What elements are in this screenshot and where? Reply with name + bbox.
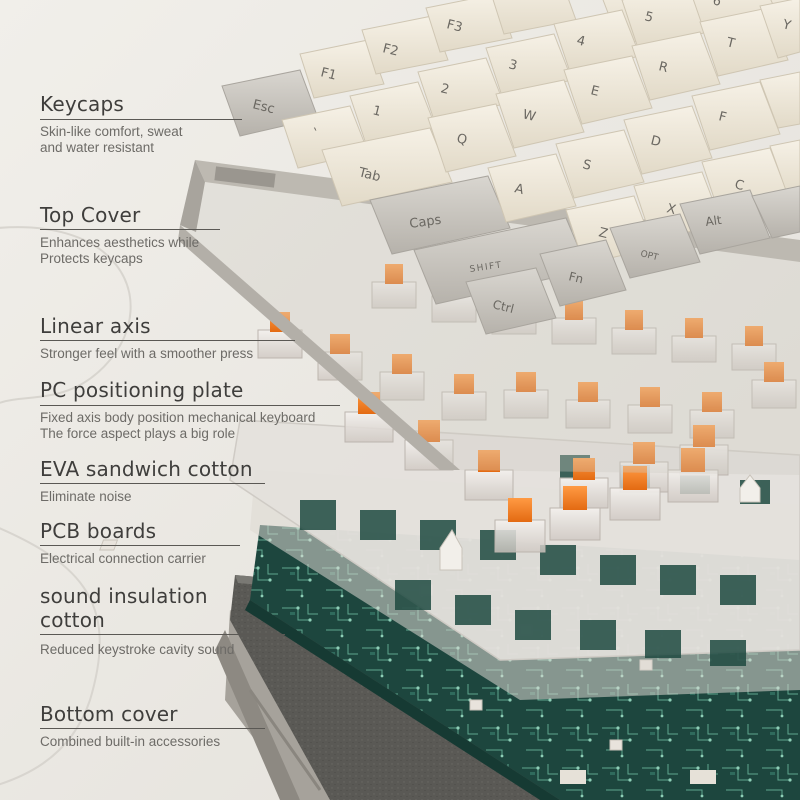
keycap-legend-x: X: [665, 201, 677, 218]
keycap-legend-1: 1: [371, 103, 383, 120]
keycap-legend-f3: F3: [445, 17, 464, 35]
keycap-legend-3: 3: [507, 57, 519, 74]
keycap-legend-f: F: [717, 109, 728, 125]
keycap-legend-opt: OPT: [639, 249, 659, 263]
keycap-legend-backtick: `: [309, 126, 320, 143]
keycap-layer: Esc F1 F2 F3 ` 1 2 3 4 5 6 Tab Q W E R T…: [221, 0, 800, 335]
keycap-legend-a: A: [513, 181, 525, 198]
keycap-legend-y: Y: [780, 17, 792, 34]
keycap-legend-s: S: [581, 157, 593, 174]
keycap-legend-tab: Tab: [356, 165, 382, 185]
keycap-legend-e: E: [589, 83, 601, 100]
keycap-legend-f1: F1: [319, 65, 338, 83]
keycap-legend-r: R: [657, 59, 669, 76]
keycap-legend-q: Q: [455, 131, 469, 148]
keycap-legend-6: 6: [711, 0, 723, 10]
keycap-legend-c: C: [733, 177, 745, 194]
keycap-legend-5: 5: [643, 9, 655, 26]
keycap-legend-z: Z: [597, 225, 609, 242]
keycap-legend-w: W: [521, 107, 537, 125]
keycap-legend-ctrl: Ctrl: [491, 297, 515, 316]
keycap-legend-f2: F2: [381, 41, 400, 59]
keycap-legend-fn: Fn: [567, 269, 584, 286]
keycap-legend-shift: SHIFT: [469, 260, 503, 275]
keycap-legend-caps: Caps: [408, 213, 442, 232]
keycap-legend-d: D: [649, 133, 662, 150]
keycap-legend-t: T: [724, 35, 736, 52]
keycap-legend-alt: Alt: [704, 213, 722, 229]
keycap-legend-2: 2: [439, 81, 451, 98]
keycap-legend-4: 4: [575, 33, 587, 50]
keycap-legend-esc: Esc: [251, 97, 276, 117]
switch-layer: [257, 264, 797, 571]
